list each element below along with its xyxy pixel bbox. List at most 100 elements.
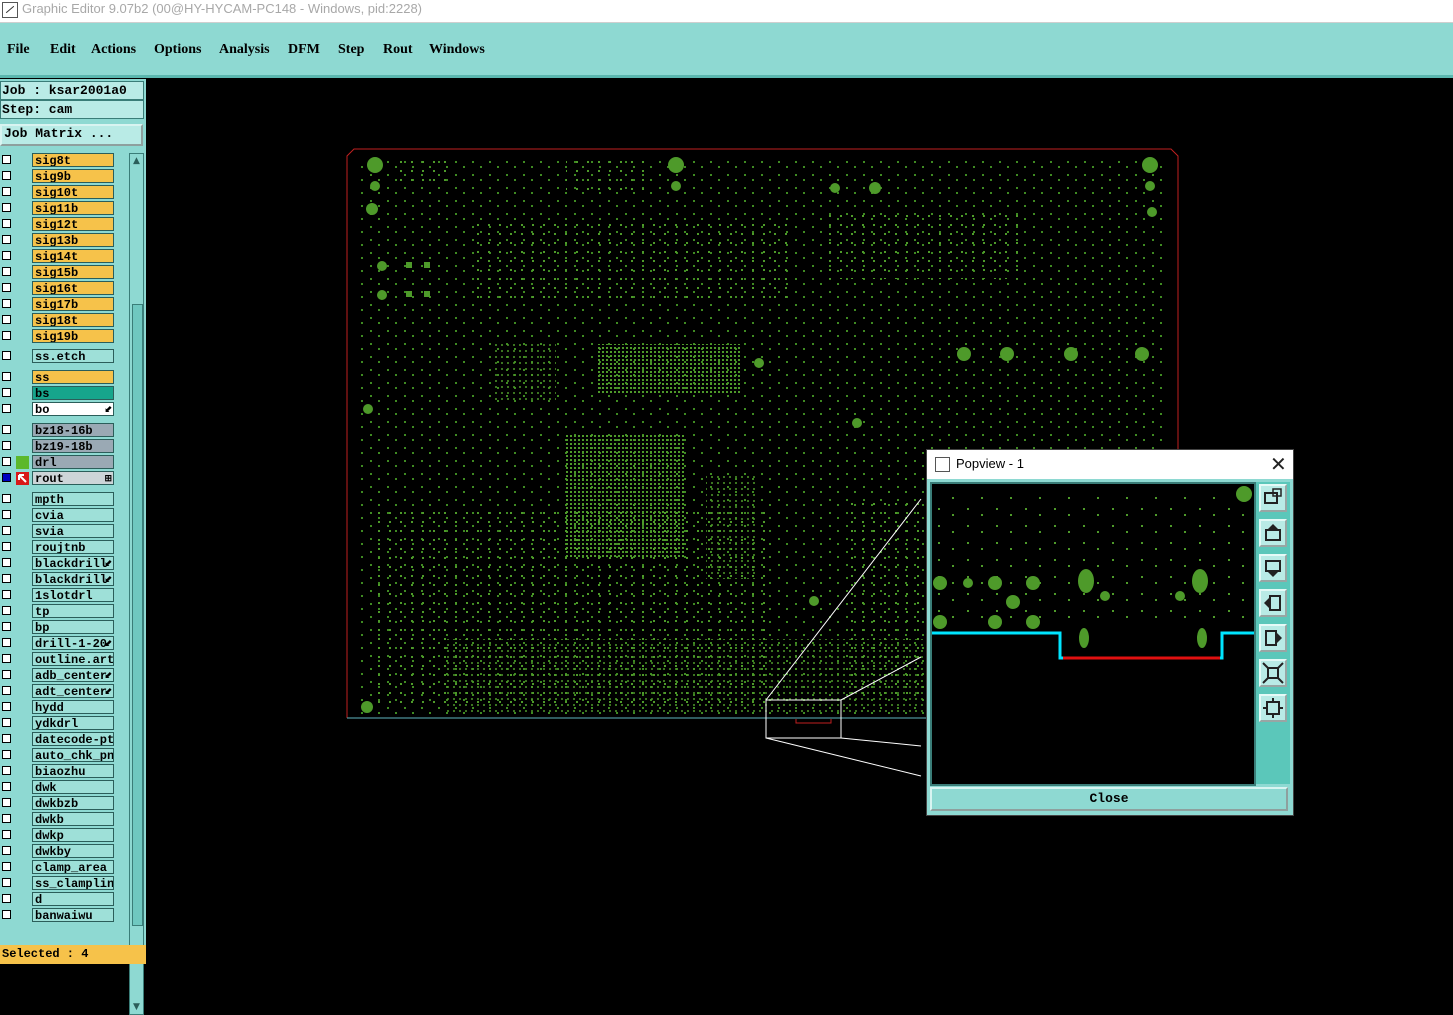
layer-name[interactable]: sig13b xyxy=(32,233,114,247)
layer-status-slot[interactable] xyxy=(16,701,29,714)
pan-left-icon[interactable] xyxy=(1259,589,1287,617)
layer-status-slot[interactable] xyxy=(16,387,29,400)
layer-name[interactable]: mpth xyxy=(32,492,114,506)
layer-checkbox[interactable] xyxy=(2,862,11,871)
layer-row[interactable]: sig11b xyxy=(0,201,118,216)
layer-name[interactable]: sig17b xyxy=(32,297,114,311)
layer-checkbox[interactable] xyxy=(2,331,11,340)
layer-row[interactable]: dwk xyxy=(0,780,118,795)
layer-checkbox[interactable] xyxy=(2,798,11,807)
layer-name[interactable]: outline.art xyxy=(32,652,114,666)
layer-row[interactable]: bz18-16b xyxy=(0,423,118,438)
layer-row[interactable]: datecode-pt xyxy=(0,732,118,747)
layer-name[interactable]: bz18-16b xyxy=(32,423,114,437)
layer-status-slot[interactable] xyxy=(16,186,29,199)
layer-row[interactable]: bz19-18b xyxy=(0,439,118,454)
layer-checkbox[interactable] xyxy=(2,388,11,397)
layer-checkbox[interactable] xyxy=(2,235,11,244)
layer-name[interactable]: blackdrill⬋ xyxy=(32,572,114,586)
layer-status-slot[interactable] xyxy=(16,170,29,183)
layer-status-slot[interactable] xyxy=(16,733,29,746)
menu-edit[interactable]: Edit xyxy=(50,42,76,57)
menu-options[interactable]: Options xyxy=(154,42,202,57)
layer-name[interactable]: roujtnb xyxy=(32,540,114,554)
layer-name[interactable]: sig19b xyxy=(32,329,114,343)
layer-row[interactable]: sig10t xyxy=(0,185,118,200)
layer-status-slot[interactable] xyxy=(16,845,29,858)
layer-status-slot[interactable] xyxy=(16,371,29,384)
layer-checkbox[interactable] xyxy=(2,590,11,599)
layer-name[interactable]: hydd xyxy=(32,700,114,714)
layer-status-slot[interactable] xyxy=(16,605,29,618)
layer-scrollbar[interactable]: ▲ ▼ xyxy=(129,153,144,1015)
layer-checkbox[interactable] xyxy=(2,782,11,791)
layer-status-slot[interactable] xyxy=(16,509,29,522)
menu-dfm[interactable]: DFM xyxy=(288,42,320,57)
pan-down-icon[interactable] xyxy=(1259,554,1287,582)
layer-row[interactable]: sig15b xyxy=(0,265,118,280)
layer-row[interactable]: rout⊞ xyxy=(0,471,118,486)
layer-row[interactable]: dwkby xyxy=(0,844,118,859)
layer-checkbox[interactable] xyxy=(2,171,11,180)
layer-name[interactable]: bp xyxy=(32,620,114,634)
layer-checkbox[interactable] xyxy=(2,894,11,903)
pan-right-icon[interactable] xyxy=(1259,624,1287,652)
layer-status-slot[interactable] xyxy=(16,493,29,506)
layer-name[interactable]: blackdrill⬋ xyxy=(32,556,114,570)
layer-status-slot[interactable] xyxy=(16,765,29,778)
layer-checkbox[interactable] xyxy=(2,558,11,567)
layer-row[interactable]: d xyxy=(0,892,118,907)
layer-row[interactable]: sig19b xyxy=(0,329,118,344)
layer-checkbox[interactable] xyxy=(2,299,11,308)
layer-name[interactable]: ss.etch xyxy=(32,349,114,363)
layer-checkbox[interactable] xyxy=(2,251,11,260)
layer-checkbox[interactable] xyxy=(2,441,11,450)
layer-status-slot[interactable] xyxy=(16,717,29,730)
layer-row[interactable]: dwkb xyxy=(0,812,118,827)
layer-status-slot[interactable] xyxy=(16,298,29,311)
layer-row[interactable]: auto_chk_pn xyxy=(0,748,118,763)
menu-actions[interactable]: Actions xyxy=(91,42,137,57)
layer-status-slot[interactable] xyxy=(16,282,29,295)
layer-name[interactable]: sig10t xyxy=(32,185,114,199)
layer-name[interactable]: sig18t xyxy=(32,313,114,327)
menu-step[interactable]: Step xyxy=(338,42,365,57)
layer-row[interactable]: sig17b xyxy=(0,297,118,312)
layer-status-slot[interactable] xyxy=(16,669,29,682)
layer-name[interactable]: ss_clampline xyxy=(32,876,114,890)
layer-checkbox[interactable] xyxy=(2,718,11,727)
layer-row[interactable]: bp xyxy=(0,620,118,635)
layer-row[interactable]: biaozhu xyxy=(0,764,118,779)
layer-row[interactable]: sig8t xyxy=(0,153,118,168)
scrollbar-thumb[interactable] xyxy=(132,304,143,926)
layer-checkbox[interactable] xyxy=(2,830,11,839)
layer-status-slot[interactable] xyxy=(16,749,29,762)
layer-name[interactable]: sig15b xyxy=(32,265,114,279)
layer-name[interactable]: sig16t xyxy=(32,281,114,295)
layer-row[interactable]: bs xyxy=(0,386,118,401)
layer-row[interactable]: blackdrill⬋ xyxy=(0,556,118,571)
layer-name[interactable]: ss xyxy=(32,370,114,384)
layer-name[interactable]: ydkdrl xyxy=(32,716,114,730)
layer-row[interactable]: roujtnb xyxy=(0,540,118,555)
layer-row[interactable]: ss xyxy=(0,370,118,385)
layer-checkbox[interactable] xyxy=(2,846,11,855)
layer-status-slot[interactable] xyxy=(16,829,29,842)
layer-checkbox[interactable] xyxy=(2,494,11,503)
layer-checkbox[interactable] xyxy=(2,622,11,631)
layer-status-slot[interactable] xyxy=(16,637,29,650)
layer-name[interactable]: svia xyxy=(32,524,114,538)
layer-name[interactable]: datecode-pt xyxy=(32,732,114,746)
layer-checkbox[interactable] xyxy=(2,526,11,535)
layer-checkbox[interactable] xyxy=(2,606,11,615)
zoom-out-icon[interactable] xyxy=(1259,694,1287,722)
layer-row[interactable]: dwkbzb xyxy=(0,796,118,811)
layer-checkbox[interactable] xyxy=(2,638,11,647)
layer-checkbox[interactable] xyxy=(2,203,11,212)
layer-status-slot[interactable] xyxy=(16,403,29,416)
layer-row[interactable]: drill-1-20⬋ xyxy=(0,636,118,651)
job-matrix-button[interactable]: Job Matrix ... xyxy=(0,124,143,146)
layer-row[interactable]: mpth xyxy=(0,492,118,507)
layer-status-slot[interactable] xyxy=(16,266,29,279)
menu-analysis[interactable]: Analysis xyxy=(219,42,270,57)
